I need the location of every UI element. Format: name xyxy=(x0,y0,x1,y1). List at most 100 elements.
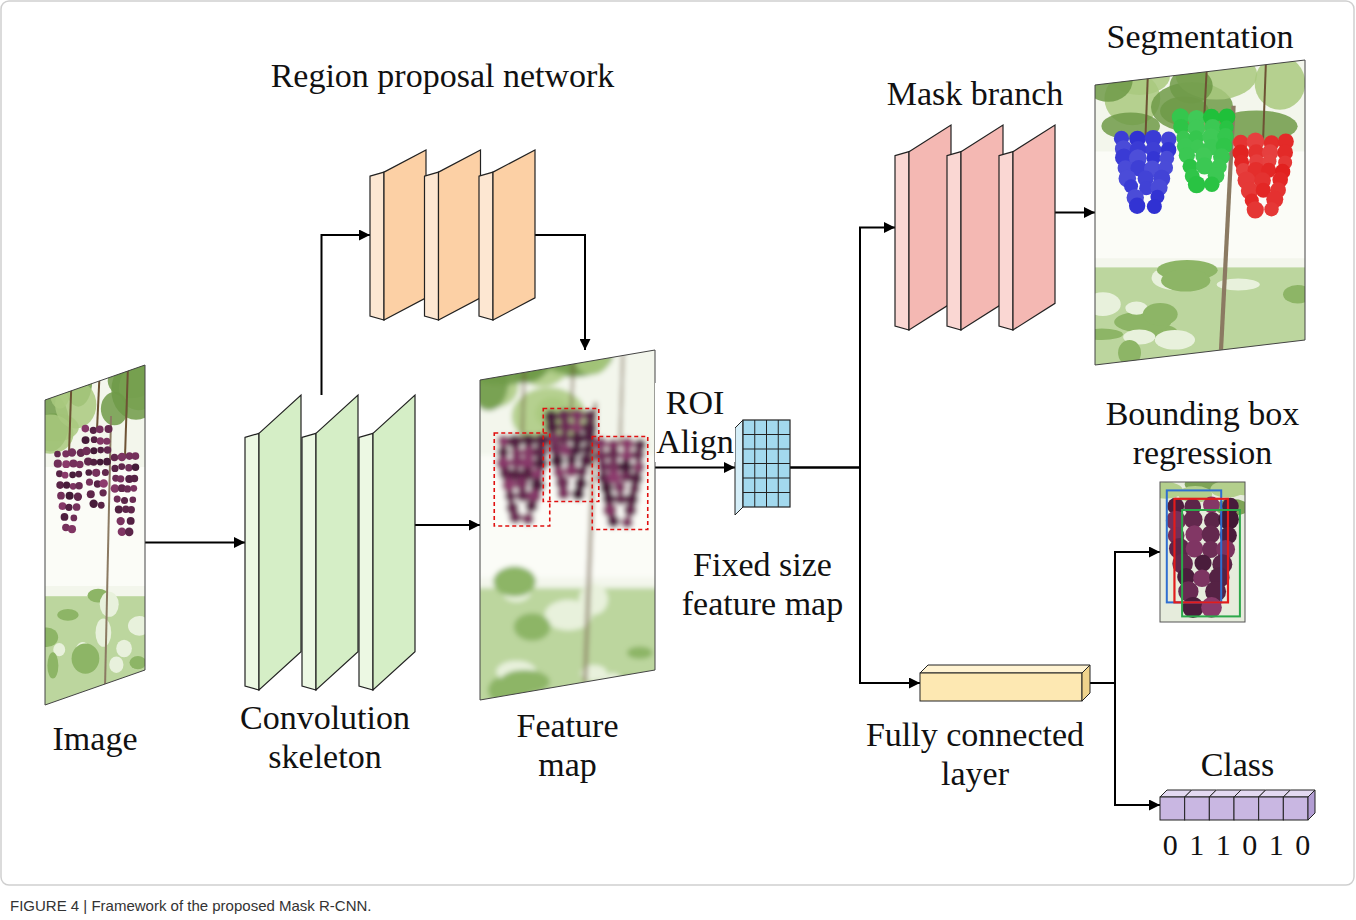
grass-patch xyxy=(109,656,123,672)
grape-berry xyxy=(103,438,110,445)
grape-berry xyxy=(118,528,126,536)
grape-stem xyxy=(1145,60,1148,139)
slab-side xyxy=(370,172,384,320)
grape-berry xyxy=(62,460,70,468)
grape-berry xyxy=(124,485,131,492)
slab-side xyxy=(479,172,493,320)
cell-front xyxy=(1185,797,1210,820)
component-label: Fully connected layer xyxy=(855,715,1095,793)
grape-berry xyxy=(559,420,573,434)
flow-arrow xyxy=(1090,683,1160,805)
grape-berry xyxy=(130,485,137,492)
grass-patch xyxy=(1080,329,1123,340)
grid-line xyxy=(743,463,790,464)
flow-arrow xyxy=(415,524,480,526)
bbox-image-shape xyxy=(1160,482,1245,622)
input-image: Image xyxy=(45,365,145,705)
picture-outline xyxy=(45,365,145,705)
proposal-box xyxy=(592,437,648,530)
fc-layer-shape xyxy=(920,665,1090,701)
proposal-box xyxy=(543,409,599,502)
grape-berry xyxy=(102,469,109,476)
grid-side xyxy=(735,420,743,515)
flow-arrow xyxy=(1090,552,1160,683)
blurred-scene xyxy=(460,321,665,728)
grape-berry xyxy=(131,475,138,482)
grape-berry xyxy=(583,431,596,444)
grape-berry xyxy=(584,410,596,422)
grape-berry xyxy=(132,464,139,471)
figure-border xyxy=(1,1,1354,885)
grape-berry xyxy=(607,448,621,462)
grape-berry xyxy=(546,421,559,434)
grass-patch xyxy=(72,643,100,673)
crop-ground xyxy=(1160,482,1245,622)
slab-face xyxy=(384,150,426,320)
grass-patch xyxy=(35,628,58,647)
foliage xyxy=(55,381,96,429)
mask-layers-shape xyxy=(895,125,1055,330)
cell-front xyxy=(1160,797,1185,820)
grid-line xyxy=(743,434,790,435)
grape-berry xyxy=(1129,198,1145,214)
input-image-shape xyxy=(45,365,145,705)
grape-berry xyxy=(505,490,517,502)
grid-line xyxy=(743,478,790,479)
scene xyxy=(1080,50,1315,389)
grape-berry xyxy=(57,492,65,500)
grape-berry xyxy=(74,493,82,501)
grape-berry xyxy=(576,466,588,478)
foliage xyxy=(1255,56,1306,110)
cell-front xyxy=(1283,797,1308,820)
grid-line xyxy=(743,492,790,493)
slab-face xyxy=(259,395,301,690)
grape-berry xyxy=(97,459,104,466)
grape-berry xyxy=(56,481,64,489)
grape-berry xyxy=(62,472,69,479)
grape-berry xyxy=(1202,525,1220,543)
figure-caption: FIGURE 4 | Framework of the proposed Mas… xyxy=(10,897,372,914)
bbox-image: Bounding box regression xyxy=(1160,482,1245,622)
grape-berry xyxy=(522,513,534,525)
grape-berry xyxy=(76,461,84,469)
grape-berry xyxy=(624,504,637,517)
grape-berry xyxy=(515,477,529,491)
bar-front xyxy=(920,673,1082,701)
grape-stem xyxy=(620,350,623,445)
slab-face xyxy=(493,150,535,320)
edge-label: ROI Align xyxy=(655,383,735,461)
grape-berry xyxy=(114,496,121,503)
grape-berry xyxy=(117,475,124,482)
grape-berry xyxy=(111,484,120,493)
grape-stem xyxy=(69,365,72,453)
bar-side xyxy=(1082,665,1090,701)
cell-front xyxy=(1259,797,1284,820)
grape-berry xyxy=(115,506,123,514)
component-label: Image xyxy=(15,719,175,758)
flow-arrow xyxy=(145,542,245,544)
grape-berry xyxy=(594,437,607,450)
foliage xyxy=(1084,59,1133,102)
flow-arrow xyxy=(655,467,735,469)
component-label: Mask branch xyxy=(845,74,1105,113)
grape-berry xyxy=(87,490,95,498)
grid-face xyxy=(743,420,790,507)
grape-berry xyxy=(118,463,125,470)
grape-berry xyxy=(607,515,620,528)
bright-band xyxy=(35,467,155,586)
grass-patch xyxy=(116,640,132,658)
component-label: Convolution skeleton xyxy=(210,698,440,776)
picture-outline xyxy=(1095,60,1305,365)
grape-berry xyxy=(97,447,104,454)
class-values: 0 1 1 0 1 0 xyxy=(1138,828,1338,863)
grape-berry xyxy=(70,515,77,522)
grape-berry xyxy=(86,479,93,486)
grass-patch xyxy=(47,652,58,678)
grape-berry xyxy=(90,427,97,434)
segmentation-image: Segmentation xyxy=(1095,60,1305,365)
cell-front xyxy=(1209,797,1234,820)
grape-berry xyxy=(69,471,76,478)
grape-berry xyxy=(127,517,135,525)
grass-patch xyxy=(57,609,78,621)
grass-patch xyxy=(1161,269,1210,291)
